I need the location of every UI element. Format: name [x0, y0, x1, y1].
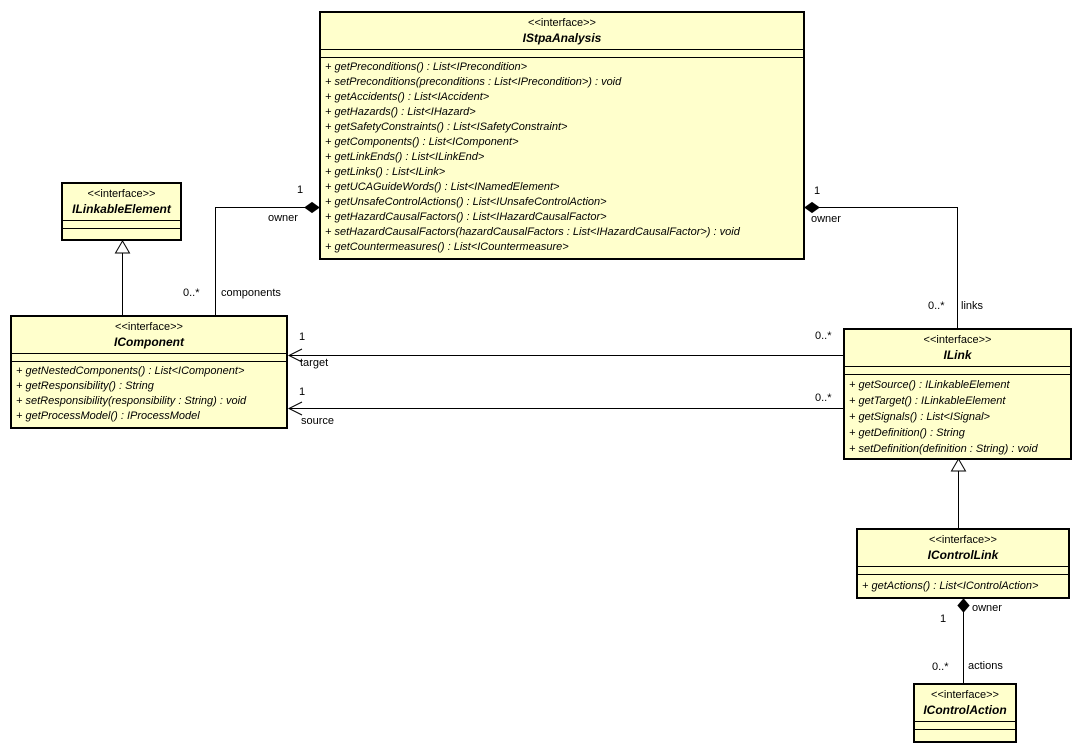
class-istpaanalysis[interactable]: <<interface>> IStpaAnalysis + getPrecond…	[319, 11, 805, 260]
method: + setDefinition(definition : String) : v…	[849, 443, 1038, 455]
attributes-compartment	[858, 566, 1068, 574]
composition-actions-connector	[957, 598, 970, 683]
role-label-owner: owner	[811, 213, 841, 225]
method: + getCountermeasures() : List<ICounterme…	[325, 241, 569, 253]
stereotype-label: <<interface>>	[929, 534, 997, 546]
attributes-compartment	[915, 721, 1015, 729]
hollow-triangle-icon	[114, 240, 131, 254]
method: + getUnsafeControlActions() : List<IUnsa…	[325, 196, 607, 208]
multiplicity-label: 1	[297, 184, 304, 196]
method: + getTarget() : ILinkableElement	[849, 395, 1006, 407]
stereotype-label: <<interface>>	[115, 321, 183, 333]
role-label-owner: owner	[972, 602, 1002, 614]
class-ilink[interactable]: <<interface>> ILink + getSource() : ILin…	[843, 328, 1072, 460]
role-label-target: target	[300, 357, 329, 369]
filled-diamond-icon	[804, 201, 820, 214]
multiplicity-label: 0..*	[183, 287, 200, 299]
multiplicity-label: 1	[940, 613, 947, 625]
multiplicity-label: 1	[299, 386, 306, 398]
methods-compartment	[915, 729, 1015, 737]
class-title: <<interface>> IControlAction	[915, 685, 1015, 721]
method: + getResponsibility() : String	[16, 380, 154, 392]
method: + getPreconditions() : List<IPreconditio…	[325, 61, 528, 73]
stereotype-label: <<interface>>	[528, 17, 596, 29]
method: + getActions() : List<IControlAction>	[862, 580, 1039, 592]
methods-compartment: + getPreconditions() : List<IPreconditio…	[321, 57, 803, 258]
multiplicity-label: 1	[299, 331, 306, 343]
attributes-compartment	[63, 220, 180, 228]
multiplicity-label: 0..*	[815, 330, 832, 342]
role-label-source: source	[301, 415, 335, 427]
method: + getHazards() : List<IHazard>	[325, 106, 476, 118]
attributes-compartment	[321, 49, 803, 57]
method: + getLinks() : List<ILink>	[325, 166, 446, 178]
hollow-triangle-icon	[950, 458, 967, 472]
class-name: IComponent	[114, 335, 184, 349]
class-title: <<interface>> IStpaAnalysis	[321, 13, 803, 49]
method: + getSignals() : List<ISignal>	[849, 411, 990, 423]
class-icontrolaction[interactable]: <<interface>> IControlAction	[913, 683, 1017, 743]
methods-compartment: + getNestedComponents() : List<IComponen…	[12, 361, 286, 427]
method: + setPreconditions(preconditions : List<…	[325, 76, 622, 88]
filled-diamond-icon	[957, 598, 970, 613]
methods-compartment	[63, 228, 180, 236]
multiplicity-label: 1	[814, 185, 821, 197]
stereotype-label: <<interface>>	[931, 689, 999, 701]
class-ilinkableelement[interactable]: <<interface>> ILinkableElement	[61, 182, 182, 241]
open-arrowhead-icon	[287, 348, 303, 363]
class-title: <<interface>> ILinkableElement	[63, 184, 180, 220]
method: + getProcessModel() : IProcessModel	[16, 410, 200, 422]
method: + getAccidents() : List<IAccident>	[325, 91, 490, 103]
class-title: <<interface>> ILink	[845, 330, 1070, 366]
attributes-compartment	[12, 353, 286, 361]
method: + setHazardCausalFactors(hazardCausalFac…	[325, 226, 740, 238]
method: + getComponents() : List<IComponent>	[325, 136, 519, 148]
method: + getSource() : ILinkableElement	[849, 379, 1010, 391]
role-label-owner: owner	[268, 212, 298, 224]
class-icontrollink[interactable]: <<interface>> IControlLink + getActions(…	[856, 528, 1070, 599]
stereotype-label: <<interface>>	[87, 188, 156, 200]
generalization-component-linkableelement	[114, 240, 131, 315]
method: + getLinkEnds() : List<ILinkEnd>	[325, 151, 485, 163]
open-arrowhead-icon	[287, 401, 303, 416]
method: + getSafetyConstraints() : List<ISafetyC…	[325, 121, 568, 133]
method: + getUCAGuideWords() : List<INamedElemen…	[325, 181, 560, 193]
class-icomponent[interactable]: <<interface>> IComponent + getNestedComp…	[10, 315, 288, 429]
method: + setResponsibility(responsibility : Str…	[16, 395, 247, 407]
role-label-actions: actions	[968, 660, 1003, 672]
generalization-controllink-link	[950, 458, 967, 528]
method: + getDefinition() : String	[849, 427, 965, 439]
class-name: IControlAction	[923, 703, 1007, 717]
role-label-components: components	[221, 287, 281, 299]
method: + getNestedComponents() : List<IComponen…	[16, 365, 245, 377]
association-source-connector	[287, 401, 843, 416]
methods-compartment: + getSource() : ILinkableElement + getTa…	[845, 374, 1070, 458]
stereotype-label: <<interface>>	[923, 334, 992, 346]
methods-compartment: + getActions() : List<IControlAction>	[858, 574, 1068, 597]
class-title: <<interface>> IComponent	[12, 317, 286, 353]
multiplicity-label: 0..*	[928, 300, 945, 312]
class-title: <<interface>> IControlLink	[858, 530, 1068, 566]
class-name: IControlLink	[927, 548, 999, 562]
composition-links-connector	[804, 201, 958, 328]
multiplicity-label: 0..*	[815, 392, 832, 404]
class-name: IStpaAnalysis	[522, 31, 602, 45]
role-label-links: links	[961, 300, 984, 312]
class-name: ILink	[943, 348, 972, 362]
class-name: ILinkableElement	[72, 202, 171, 216]
composition-components-connector	[215, 201, 320, 315]
association-target-connector	[287, 348, 843, 363]
multiplicity-label: 0..*	[932, 661, 949, 673]
attributes-compartment	[845, 366, 1070, 374]
filled-diamond-icon	[304, 201, 320, 214]
method: + getHazardCausalFactors() : List<IHazar…	[325, 211, 607, 223]
